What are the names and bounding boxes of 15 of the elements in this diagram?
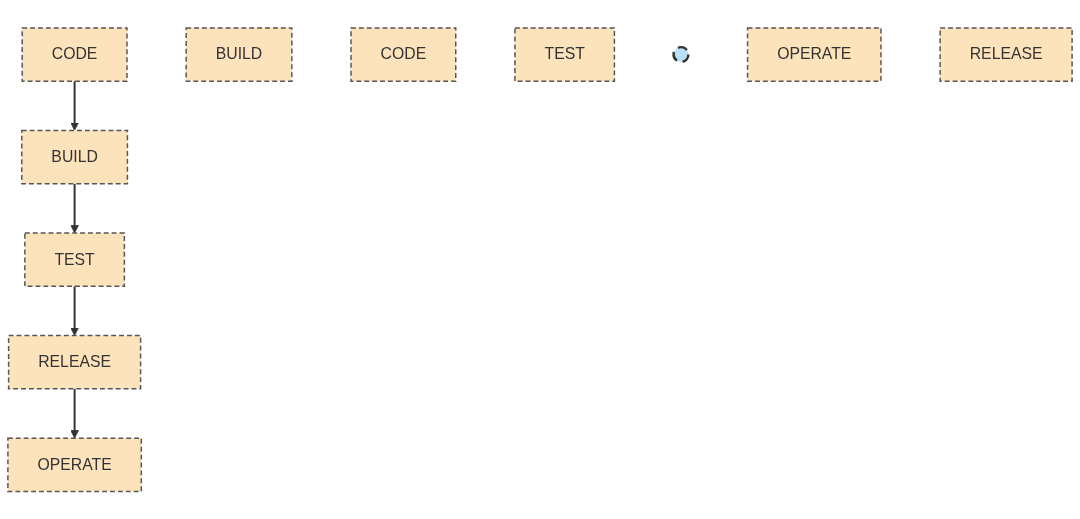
- arrow: [70, 80, 79, 131]
- node-box: BUILD: [185, 27, 293, 82]
- node-box: BUILD: [21, 129, 129, 185]
- arrow: [70, 285, 79, 336]
- arrow: [70, 182, 79, 234]
- node-box: TEST: [24, 232, 126, 287]
- node-box: RELEASE: [939, 27, 1073, 82]
- node-box: OPERATE: [7, 437, 143, 492]
- node-box: CODE: [350, 27, 457, 82]
- node-box: CODE: [21, 27, 128, 82]
- node-circle: [672, 45, 690, 63]
- arrow: [70, 387, 79, 439]
- node-box: TEST: [514, 27, 616, 82]
- node-box: OPERATE: [746, 27, 882, 82]
- node-box: RELEASE: [7, 334, 142, 390]
